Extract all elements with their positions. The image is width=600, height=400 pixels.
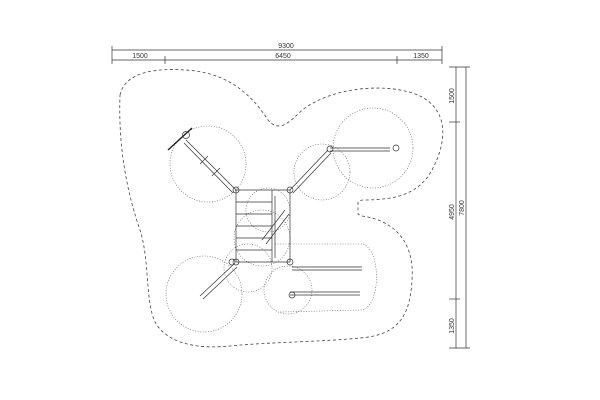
diagonal-brace: [265, 213, 290, 245]
top-total-dimension-label: 9300: [278, 43, 294, 50]
upper-left-arm: [167, 127, 237, 194]
fall-zone-circles: [165, 107, 414, 333]
arm-beam: [292, 152, 332, 194]
arm-beam: [185, 139, 237, 191]
top-dimension-group: 9300 1500 6450 1350: [111, 43, 443, 64]
right-dimension-group: 1500 4950 7800 1350: [449, 66, 470, 349]
lower-right-bars: [288, 266, 362, 299]
fall-zone-circle: [223, 243, 273, 293]
lower-left-arm: [199, 258, 238, 300]
arm-beam: [289, 149, 329, 191]
upper-right-arm: [289, 144, 400, 194]
fall-zone-circle: [169, 125, 247, 203]
safety-zone-outline: [119, 69, 444, 348]
top-left-dimension-label: 1500: [132, 53, 148, 60]
cross-bar: [167, 127, 193, 151]
post-marker: [286, 186, 294, 194]
right-top-dimension-label: 1500: [449, 88, 456, 104]
post-marker: [286, 258, 294, 266]
fall-zone-circle: [263, 265, 313, 315]
right-total-dimension-label: 7800: [459, 200, 466, 216]
right-middle-dimension-label: 4950: [449, 204, 456, 220]
post-marker: [232, 186, 240, 194]
post-marker: [232, 258, 240, 266]
cross-mark: [211, 167, 221, 177]
fall-zone-circle: [165, 255, 243, 333]
top-right-dimension-label: 1350: [413, 53, 429, 60]
fall-zone-circle: [293, 143, 351, 201]
arm-beam: [183, 142, 234, 194]
arm-beam: [202, 266, 238, 300]
top-middle-dimension-label: 6450: [275, 53, 291, 60]
post-marker: [392, 144, 400, 152]
post-marker: [288, 291, 296, 299]
right-bottom-dimension-label: 1350: [449, 318, 456, 334]
slide-fall-zone: [275, 243, 377, 313]
post-marker: [228, 258, 236, 266]
post-marker: [326, 145, 334, 153]
diagonal-brace: [261, 209, 286, 241]
central-platform: [232, 186, 294, 266]
fall-zone-circle: [245, 187, 291, 233]
arm-beam: [199, 263, 235, 297]
cross-mark: [199, 155, 209, 165]
post-marker: [182, 131, 190, 139]
